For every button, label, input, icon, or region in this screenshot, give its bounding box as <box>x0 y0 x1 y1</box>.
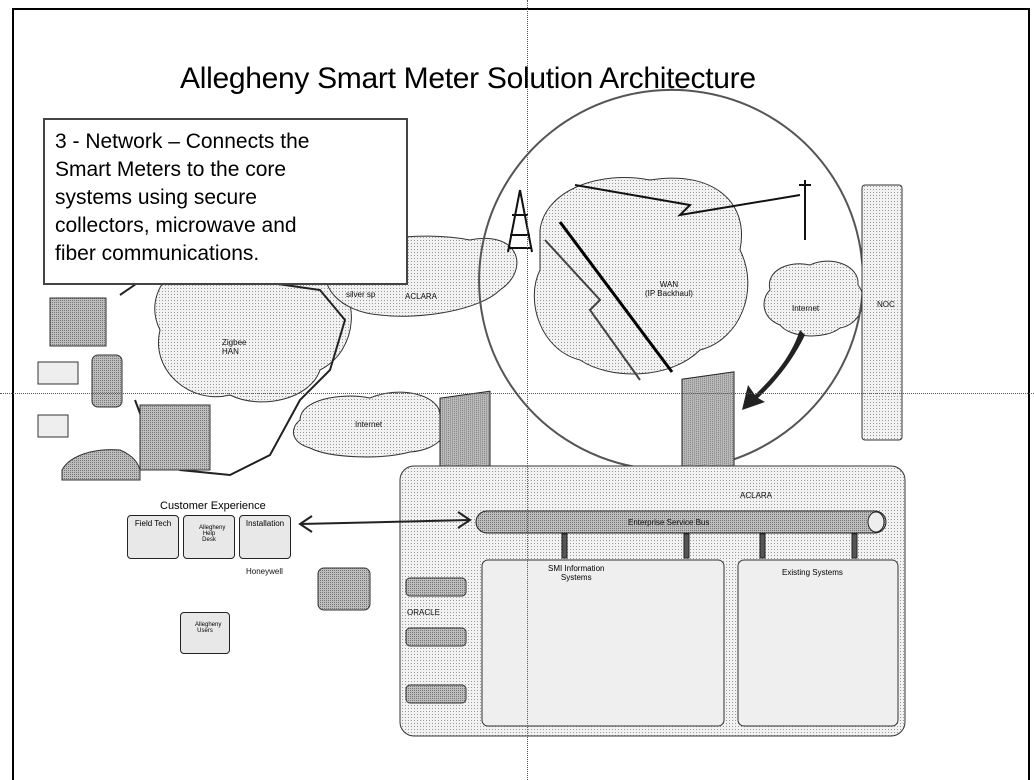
aclara-left-label: ACLARA <box>405 292 438 301</box>
firewall-right <box>681 371 735 480</box>
slide-frame <box>12 8 1030 780</box>
callout-line: fiber communications. <box>55 242 260 265</box>
oracle-box-2 <box>405 627 467 647</box>
network-callout-box: 3 - Network – Connects the Smart Meters … <box>43 118 408 285</box>
water-heater <box>91 354 123 408</box>
vertical-guide-line <box>527 0 528 780</box>
wan-label: WAN (IP Backhaul) <box>645 280 693 298</box>
existing-systems-title: Existing Systems <box>782 568 843 577</box>
installation-label: Installation <box>245 519 285 528</box>
honeywell-label: Honeywell <box>246 567 283 576</box>
microwave-link-top <box>574 184 801 217</box>
callout-line: Smart Meters to the core <box>55 158 287 181</box>
smi-systems-title: SMI Information Systems <box>548 564 605 582</box>
field-tech-label: Field Tech <box>134 519 172 528</box>
internet-cloud-right <box>763 260 864 337</box>
smi-systems-panel <box>481 559 725 727</box>
callout-line: 3 - Network – Connects the <box>55 130 310 153</box>
horizontal-guide-line <box>0 393 1034 394</box>
esb-bar <box>475 510 887 534</box>
fiber-link-b <box>544 239 641 381</box>
customer-link-arrow <box>298 511 472 533</box>
microwave-tower-right <box>799 180 811 240</box>
thermostat-device <box>37 361 79 385</box>
customer-experience-title: Customer Experience <box>160 500 266 512</box>
callout-line: collectors, microwave and <box>55 214 297 237</box>
help-desk-box: Allegheny Help Desk <box>183 515 235 559</box>
silver-spring-label: silver sp <box>346 290 376 299</box>
display-device <box>37 414 69 438</box>
allegheny-users-label: Allegheny Users <box>194 622 222 634</box>
allegheny-users-box: Allegheny Users <box>180 612 230 654</box>
oracle-label: ORACLE <box>407 608 440 617</box>
esb-label: Enterprise Service Bus <box>628 518 710 527</box>
slide-title: Allegheny Smart Meter Solution Architect… <box>180 62 756 95</box>
oracle-box-3 <box>405 684 467 704</box>
arrow-to-firewall <box>742 330 805 410</box>
honeywell-portal <box>317 567 371 611</box>
callout-line: systems using secure <box>55 186 257 209</box>
electric-car <box>61 449 141 481</box>
radio-tower <box>507 189 533 253</box>
meter-box <box>49 297 107 347</box>
fiber-link-a <box>558 221 674 373</box>
oracle-box-1 <box>405 577 467 597</box>
wan-cloud <box>533 176 749 375</box>
installation-box: Installation <box>239 515 291 559</box>
noc-panel <box>861 184 903 441</box>
appliance-cluster <box>139 404 211 471</box>
internet-left-label: Internet <box>355 420 383 429</box>
help-desk-label: Allegheny Help Desk <box>198 525 226 543</box>
existing-systems-panel <box>737 559 899 727</box>
esb-connectors <box>561 533 858 559</box>
zigbee-han-label: Zigbee HAN <box>222 338 247 356</box>
internet-right-label: Internet <box>792 304 820 313</box>
field-tech-box: Field Tech <box>127 515 179 559</box>
aclara-bottom-label: ACLARA <box>740 491 773 500</box>
noc-label: NOC <box>877 300 895 309</box>
